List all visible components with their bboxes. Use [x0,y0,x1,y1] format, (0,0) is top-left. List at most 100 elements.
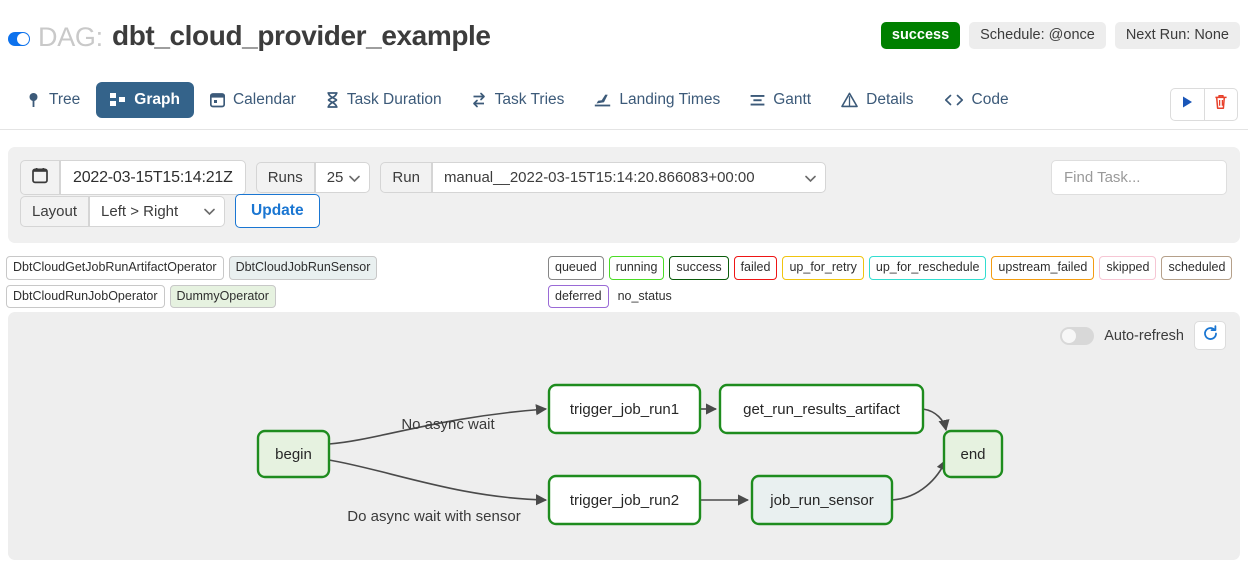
tab-task-tries[interactable]: Task Tries [458,82,579,118]
play-icon [1181,95,1194,114]
operator-chip-0[interactable]: DbtCloudGetJobRunArtifactOperator [6,256,224,280]
chevron-down-icon [349,169,361,186]
operator-chip-1[interactable]: DbtCloudJobRunSensor [228,256,378,280]
graph-icon [110,92,126,108]
next-run-badge: Next Run: None [1114,22,1240,49]
calendar-picker-button[interactable] [20,160,60,195]
toggle-knob [17,33,29,45]
edge-begin-trigger1 [328,404,548,445]
schedule-badge[interactable]: Schedule: @once [969,22,1106,49]
tab-label: Calendar [232,91,296,108]
num-runs-value: 25 [326,169,344,186]
tab-label: Details [866,91,914,108]
tab-landing-times[interactable]: Landing Times [580,82,734,118]
auto-refresh-toggle[interactable] [1060,326,1095,345]
warning-triangle-icon [841,92,858,108]
state-chip-8[interactable]: scheduled [1161,256,1233,280]
layout-select[interactable]: Left > Right [89,195,226,227]
task-node-trigger_job_run1[interactable]: trigger_job_run1 [547,383,702,435]
retry-icon [472,92,487,108]
tab-tree[interactable]: Tree [12,82,94,118]
edge-sensor-end [891,458,948,501]
dag-pause-toggle[interactable] [8,32,30,46]
delete-dag-button[interactable] [1204,89,1237,120]
tab-task-duration[interactable]: Task Duration [312,82,456,118]
tab-gantt[interactable]: Gantt [736,82,825,118]
execution-date-input[interactable]: 2022-03-15T15:14:21Z [60,160,246,195]
chevron-down-icon [204,203,215,220]
state-chip-10[interactable]: no_status [617,288,672,303]
trigger-dag-button[interactable] [1171,89,1204,120]
chevron-down-icon [805,169,816,186]
dag-graph-canvas[interactable]: Auto-refresh [8,312,1240,560]
tab-label: Gantt [773,91,812,108]
tab-calendar[interactable]: Calendar [196,82,310,118]
operator-chip-2[interactable]: DbtCloudRunJobOperator [6,284,165,308]
gantt-icon [750,92,765,108]
tab-label: Task Tries [494,91,565,108]
task-node-begin[interactable]: begin [256,429,331,479]
status-badge: success [880,22,961,49]
update-button[interactable]: Update [235,194,320,228]
state-chip-0[interactable]: queued [548,256,604,280]
view-tabbar: Tree Graph Calendar Task Duration [0,82,1248,130]
tab-label: Code [971,91,1009,108]
runs-label: Runs [255,162,315,193]
hourglass-icon [326,92,339,108]
tab-details[interactable]: Details [827,82,927,118]
dag-prefix-label: DAG: [38,22,103,52]
task-node-label: trigger_job_run1 [570,401,679,418]
page-header: DAG: dbt_cloud_provider_example success … [0,14,1248,64]
tab-graph[interactable]: Graph [96,82,194,118]
trash-icon [1214,94,1228,115]
state-chip-7[interactable]: skipped [1099,256,1157,280]
state-chip-5[interactable]: up_for_reschedule [868,256,987,280]
dag-run-select[interactable]: manual__2022-03-15T15:14:20.866083+00:00 [431,162,826,193]
edge-begin-trigger2 [328,459,548,506]
task-node-trigger_job_run2[interactable]: trigger_job_run2 [547,474,702,526]
task-node-label: begin [275,446,312,463]
task-node-label: trigger_job_run2 [570,492,679,509]
state-chip-1[interactable]: running [608,256,665,280]
header-badges: success Schedule: @once Next Run: None [880,22,1240,49]
layout-group: Layout Left > Right [20,195,226,227]
find-task-input[interactable]: Find Task... [1051,160,1227,195]
run-label: Run [380,162,432,193]
state-chip-3[interactable]: failed [733,256,778,280]
num-runs-group: Runs 25 [255,162,371,193]
refresh-button[interactable] [1194,321,1226,350]
tab-label: Task Duration [346,91,442,108]
dag-run-value: manual__2022-03-15T15:14:20.866083+00:00 [443,169,755,186]
tree-icon [26,92,41,108]
graph-nodes: begin trigger_job_run1 get_run_results_art… [256,383,1004,526]
edge-label-1: Do async wait with sensor [347,508,520,525]
tab-code[interactable]: Code [930,82,1023,118]
task-node-get_run_results_artifact[interactable]: get_run_results_artifact [718,383,925,435]
task-node-end[interactable]: end [942,429,1004,479]
calendar-icon [32,167,48,188]
task-node-job_run_sensor[interactable]: job_run_sensor [750,474,894,526]
state-chip-6[interactable]: upstream_failed [991,256,1095,280]
toggle-knob [1062,328,1077,343]
state-chip-2[interactable]: success [669,256,729,280]
view-tabs: Tree Graph Calendar Task Duration [12,82,1023,118]
state-chip-9[interactable]: deferred [548,284,609,308]
num-runs-select[interactable]: 25 [314,162,371,193]
operator-chip-3[interactable]: DummyOperator [169,284,276,308]
calendar-icon [209,92,225,108]
execution-date-group: 2022-03-15T15:14:21Z [20,160,246,195]
state-chip-4[interactable]: up_for_retry [782,256,864,280]
landing-icon [594,92,611,108]
tab-label: Tree [49,91,81,108]
refresh-controls: Auto-refresh [1060,321,1226,350]
task-node-label: get_run_results_artifact [743,401,901,418]
auto-refresh-label: Auto-refresh [1104,327,1184,344]
task-node-label: end [960,446,985,463]
task-node-label: job_run_sensor [769,492,873,509]
